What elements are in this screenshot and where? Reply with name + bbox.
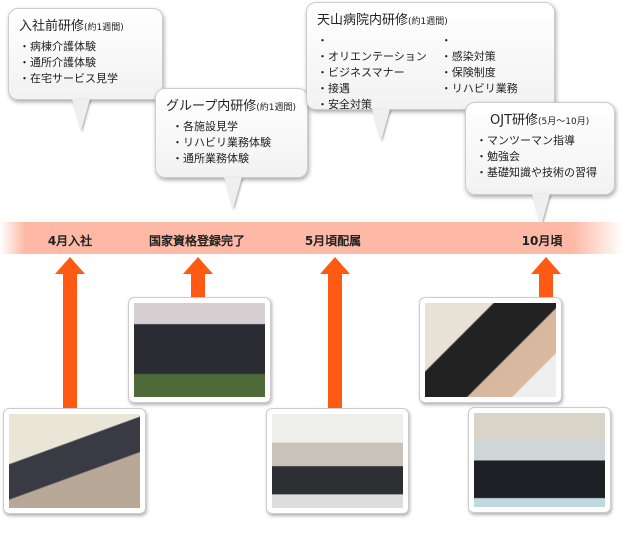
- list-item: 病棟介護体験: [19, 39, 152, 55]
- list-item: 接遇: [317, 81, 427, 97]
- item-list: 病棟介護体験 通所介護体験 在宅サービス見学: [19, 39, 152, 87]
- list-item: 感染対策: [441, 49, 518, 65]
- photo-license-group: [128, 297, 271, 403]
- list-item: 基礎知識や技術の習得: [476, 165, 604, 181]
- duration-note: (約1週間): [256, 103, 296, 113]
- timeline-band: [0, 222, 623, 254]
- timeline-label-october: 10月頃: [521, 234, 563, 248]
- duration-note: (5月〜10月): [538, 117, 590, 127]
- duration-note: (約1週間): [408, 17, 448, 27]
- arrow-up-icon: [183, 257, 213, 300]
- bubble-title: グループ内研修(約1週間): [166, 95, 297, 114]
- bubble-tail: [72, 99, 90, 131]
- list-item: オリエンテーション: [317, 49, 427, 65]
- bubble-pre-entry-training: 入社前研修(約1週間) 病棟介護体験 通所介護体験 在宅サービス見学: [8, 8, 163, 100]
- list-item: 通所介護体験: [19, 55, 152, 71]
- list-item: 保険制度: [441, 65, 518, 81]
- list-item: 各施設見学: [172, 119, 297, 135]
- list-item: ビジネスマナー: [317, 65, 427, 81]
- photo-cpr-training: [419, 297, 562, 403]
- bubble-group-training: グループ内研修(約1週間) 各施設見学 リハビリ業務体験 通所業務体験: [155, 88, 308, 178]
- item-list: マンツーマン指導 勉強会 基礎知識や技術の習得: [476, 133, 604, 181]
- list-item: マンツーマン指導: [476, 133, 604, 149]
- bubble-title: 入社前研修(約1週間): [19, 15, 152, 34]
- bubble-tail: [532, 194, 550, 226]
- list-item: リハビリ業務体験: [172, 135, 297, 151]
- list-item: 在宅サービス見学: [19, 71, 152, 87]
- photo-ojt-training: [468, 407, 611, 513]
- list-item: 通所業務体験: [172, 151, 297, 167]
- item-list: オリエンテーション ビジネスマナー 接遇 安全対策 感染対策 保険制度 リハビリ…: [317, 33, 544, 113]
- bubble-title: OJT研修(5月〜10月): [476, 109, 604, 128]
- arrow-up-icon: [55, 257, 85, 409]
- title-text: グループ内研修: [166, 99, 257, 114]
- item-column-left: オリエンテーション ビジネスマナー 接遇 安全対策: [317, 33, 427, 113]
- arrow-up-icon: [320, 257, 350, 409]
- title-text: 入社前研修: [19, 19, 85, 34]
- list-item: 安全対策: [317, 97, 427, 113]
- photo-classroom-training: [266, 408, 409, 514]
- bubble-hospital-training: 天山病院内研修(約1週間) オリエンテーション ビジネスマナー 接遇 安全対策 …: [306, 2, 555, 113]
- timeline-label-license-registration: 国家資格登録完了: [148, 234, 246, 248]
- timeline-label-may-assignment: 5月頃配属: [304, 234, 362, 248]
- timeline-label-april-entry: 4月入社: [47, 234, 93, 248]
- list-item: リハビリ業務: [441, 81, 518, 97]
- title-text: 天山病院内研修: [317, 13, 409, 28]
- bubble-title: 天山病院内研修(約1週間): [317, 9, 544, 28]
- item-list: 各施設見学 リハビリ業務体験 通所業務体験: [166, 119, 297, 167]
- arrow-up-icon: [531, 257, 561, 300]
- list-item: 勉強会: [476, 149, 604, 165]
- bubble-tail: [224, 177, 242, 209]
- bubble-tail: [372, 109, 390, 141]
- title-text: OJT研修: [490, 113, 539, 128]
- duration-note: (約1週間): [84, 23, 124, 33]
- item-column-right: 感染対策 保険制度 リハビリ業務: [441, 33, 518, 113]
- bubble-ojt-training: OJT研修(5月〜10月) マンツーマン指導 勉強会 基礎知識や技術の習得: [465, 102, 615, 195]
- photo-entry-ceremony: [3, 408, 146, 514]
